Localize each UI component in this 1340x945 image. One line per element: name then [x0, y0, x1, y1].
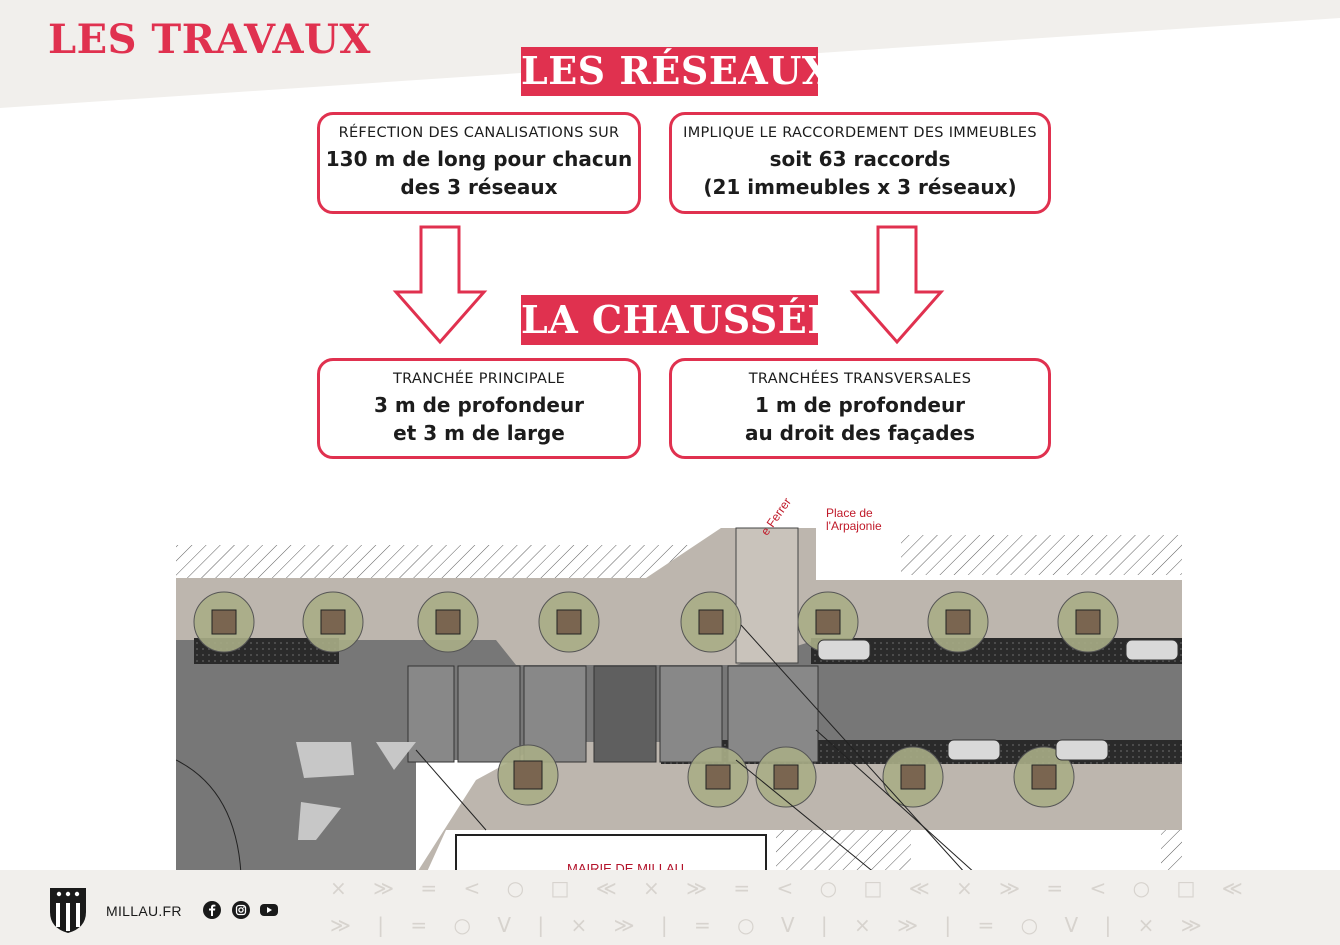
box-line: soit 63 raccords: [769, 147, 951, 171]
site-link[interactable]: MILLAU.FR: [106, 903, 182, 919]
box-line: 130 m de long pour chacun: [325, 147, 633, 171]
tranchees-transversales-box: TRANCHÉES TRANSVERSALES 1 m de profondeu…: [669, 358, 1051, 459]
page-title: LES TRAVAUX: [48, 16, 371, 63]
box-caption: RÉFECTION DES CANALISATIONS SUR: [338, 125, 620, 141]
youtube-icon[interactable]: [259, 900, 279, 920]
pattern-row: ≫ | = ○ V | × ≫ | = ○ V | × ≫ | = ○ V | …: [330, 913, 1212, 937]
tranchee-principale-box: TRANCHÉE PRINCIPALE 3 m de profondeur et…: [317, 358, 641, 459]
footer: × ≫ = < ○ □ ≪ × ≫ = < ○ □ ≪ × ≫ = < ○ □ …: [0, 870, 1340, 945]
place-label: Place de l'Arpajonie: [826, 507, 882, 533]
raccordement-box: IMPLIQUE LE RACCORDEMENT DES IMMEUBLES s…: [669, 112, 1051, 214]
box-line: des 3 réseaux: [400, 175, 558, 199]
footer-pattern: × ≫ = < ○ □ ≪ × ≫ = < ○ □ ≪ × ≫ = < ○ □ …: [330, 870, 1340, 945]
reseaux-banner: LES RÉSEAUX: [521, 47, 831, 96]
box-line: 3 m de profondeur: [373, 392, 585, 417]
box-line: 1 m de profondeur: [754, 392, 966, 417]
instagram-icon[interactable]: [231, 900, 251, 920]
place-line: Place de: [826, 506, 873, 520]
down-arrow-icon: [849, 225, 945, 345]
box-caption: IMPLIQUE LE RACCORDEMENT DES IMMEUBLES: [683, 125, 1037, 141]
down-arrow-icon: [392, 225, 488, 345]
facebook-icon[interactable]: [202, 900, 222, 920]
city-crest-icon: [50, 888, 86, 933]
site-plan: [176, 527, 1182, 874]
canalisations-box: RÉFECTION DES CANALISATIONS SUR 130 m de…: [317, 112, 641, 214]
box-line: et 3 m de large: [393, 420, 565, 445]
chaussee-banner: LA CHAUSSÉE: [521, 295, 836, 345]
place-line: l'Arpajonie: [826, 519, 882, 533]
box-caption: TRANCHÉE PRINCIPALE: [392, 370, 566, 387]
box-line: au droit des façades: [744, 420, 976, 445]
pattern-row: × ≫ = < ○ □ ≪ × ≫ = < ○ □ ≪ × ≫ = < ○ □ …: [330, 876, 1253, 900]
box-line: (21 immeubles x 3 réseaux): [703, 175, 1017, 199]
box-caption: TRANCHÉES TRANSVERSALES: [748, 370, 972, 387]
